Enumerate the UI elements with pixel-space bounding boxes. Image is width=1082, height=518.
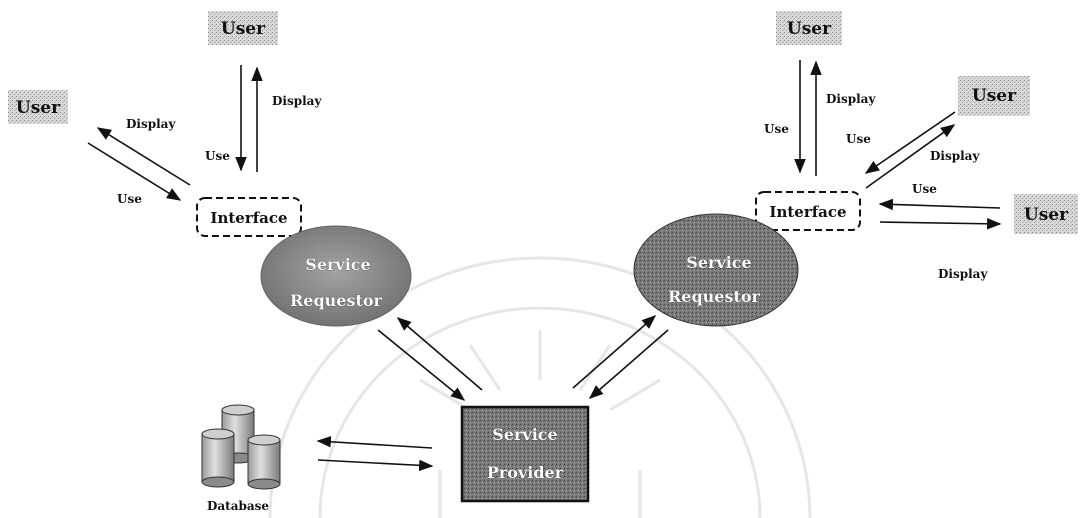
display-label: Display (826, 92, 876, 106)
requestor-label-line2: Requestor (668, 287, 761, 306)
watermark-emblem (268, 256, 812, 518)
use-label: Use (117, 192, 142, 206)
user-box-top-right: User (776, 11, 842, 45)
user-box-right-upper: User (958, 76, 1030, 116)
requestor-label-line1: Service (305, 255, 370, 274)
request-arrow-right (588, 329, 669, 399)
use-arrow (878, 198, 1001, 211)
user-box-top-left: User (208, 11, 278, 45)
database-icon (201, 404, 281, 490)
display-arrow (865, 124, 956, 189)
user-label: User (972, 86, 1017, 106)
use-label: Use (205, 149, 230, 163)
service-provider-box: Service Provider (460, 405, 590, 503)
query-arrow (316, 436, 433, 449)
use-arrow (87, 142, 182, 201)
provider-label-line2: Provider (487, 463, 564, 482)
service-requestor-left: Service Requestor (260, 225, 412, 327)
requestor-label-line1: Service (686, 253, 751, 272)
user-label: User (787, 19, 832, 39)
use-label: Use (764, 122, 789, 136)
user-box-far-left: User (8, 90, 68, 124)
interface-left: Interface (196, 197, 302, 237)
use-arrow (864, 111, 956, 174)
provider-label-line1: Service (492, 425, 557, 444)
user-label: User (1024, 205, 1069, 225)
user-box-right-lower: User (1014, 194, 1078, 234)
request-arrow-left (377, 329, 466, 401)
database-label: Database (207, 499, 269, 513)
result-arrow (317, 459, 434, 472)
display-label: Display (930, 149, 980, 163)
display-label: Display (938, 267, 988, 281)
user-label: User (221, 19, 266, 39)
display-arrow (96, 127, 191, 186)
display-label: Display (272, 94, 322, 108)
display-label: Display (126, 117, 176, 131)
response-arrow-left (396, 317, 483, 391)
interface-label: Interface (769, 203, 846, 221)
interface-right: Interface (755, 191, 861, 231)
requestor-label-line2: Requestor (290, 291, 383, 310)
user-label: User (16, 98, 61, 118)
use-label: Use (846, 132, 871, 146)
use-label: Use (912, 182, 937, 196)
display-arrow (879, 218, 1002, 230)
interface-label: Interface (210, 209, 287, 227)
service-requestor-right: Service Requestor (633, 213, 799, 327)
response-arrow-right (572, 315, 657, 389)
